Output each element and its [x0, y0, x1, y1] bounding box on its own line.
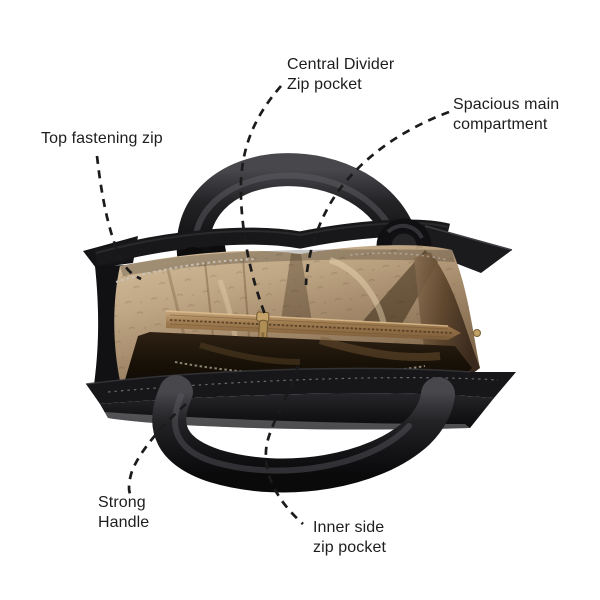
leader-line-central-divider-zip-pocket: [239, 85, 283, 318]
leader-lines: [95, 85, 450, 526]
leader-line-strong-handle: [127, 402, 187, 495]
central-divider-zip: [165, 310, 481, 340]
leader-line-spacious-main-compartment: [304, 110, 450, 286]
annotation-label-top-fastening-zip: Top fastening zip: [41, 130, 163, 147]
side-stud: [473, 329, 481, 337]
right-corner-flap: [425, 226, 512, 273]
bag-body: [83, 153, 516, 493]
front-panel: [100, 393, 494, 430]
annotation-label-central-divider-zip-pocket: Central Divider Zip pocket: [287, 56, 395, 93]
annotation-label-inner-side-zip-pocket: Inner side zip pocket: [313, 519, 387, 556]
leader-line-top-fastening-zip: [95, 155, 142, 281]
front-handle: [152, 375, 455, 493]
annotation-label-spacious-main-compartment: Spacious main compartment: [453, 96, 560, 133]
zip-pull: [256, 311, 270, 340]
annotation-label-strong-handle: Strong Handle: [98, 494, 150, 531]
